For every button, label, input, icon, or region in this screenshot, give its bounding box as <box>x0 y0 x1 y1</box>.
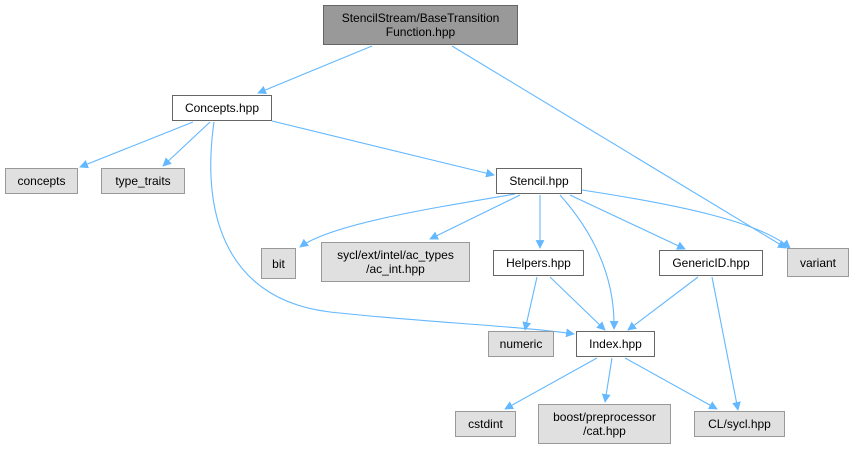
edge-genericid-hpp-to-cl-sycl <box>711 276 741 411</box>
node-index-hpp[interactable]: Index.hpp <box>576 331 655 357</box>
node-ac-int-hpp[interactable]: sycl/ext/intel/ac_types /ac_int.hpp <box>321 242 470 282</box>
edge-base-transition-to-variant <box>451 45 787 249</box>
edge-stencil-hpp-to-variant <box>581 189 791 249</box>
edge-concepts-hpp-to-type-traits <box>162 121 211 167</box>
node-bit[interactable]: bit <box>261 248 296 279</box>
node-cl-sycl-hpp[interactable]: CL/sycl.hpp <box>694 411 785 437</box>
edge-helpers-hpp-to-index-hpp <box>549 276 606 331</box>
node-numeric[interactable]: numeric <box>488 331 554 357</box>
node-boost-preprocessor-cat-hpp[interactable]: boost/preprocessor /cat.hpp <box>538 404 671 444</box>
edge-stencil-hpp-to-genericid-hpp <box>569 194 686 250</box>
edge-base-transition-to-concepts-hpp <box>257 45 373 95</box>
node-genericid-hpp[interactable]: GenericID.hpp <box>659 250 763 276</box>
edge-concepts-hpp-to-index-hpp <box>210 121 575 338</box>
edge-helpers-hpp-to-numeric <box>522 276 538 331</box>
edge-stencil-hpp-to-ac-int <box>429 194 521 240</box>
edge-index-hpp-to-cstdint <box>504 357 598 410</box>
edge-index-hpp-to-cl-sycl <box>624 357 718 410</box>
node-cstdint[interactable]: cstdint <box>455 411 516 437</box>
node-concepts[interactable]: concepts <box>5 168 78 194</box>
edge-index-hpp-to-boost-cat <box>601 357 613 403</box>
node-base-transition-function-hpp[interactable]: StencilStream/BaseTransition Function.hp… <box>323 5 518 45</box>
node-stencil-hpp[interactable]: Stencil.hpp <box>496 168 582 194</box>
edge-stencil-hpp-to-index-hpp <box>559 194 619 330</box>
edge-stencil-hpp-to-bit <box>299 193 516 248</box>
node-type-traits[interactable]: type_traits <box>101 168 185 194</box>
node-concepts-hpp[interactable]: Concepts.hpp <box>172 95 272 121</box>
edge-concepts-hpp-to-concepts <box>79 121 194 169</box>
edge-genericid-hpp-to-index-hpp <box>627 276 699 331</box>
edge-concepts-hpp-to-stencil-hpp <box>271 120 495 178</box>
node-helpers-hpp[interactable]: Helpers.hpp <box>493 250 584 276</box>
node-variant[interactable]: variant <box>787 248 849 277</box>
